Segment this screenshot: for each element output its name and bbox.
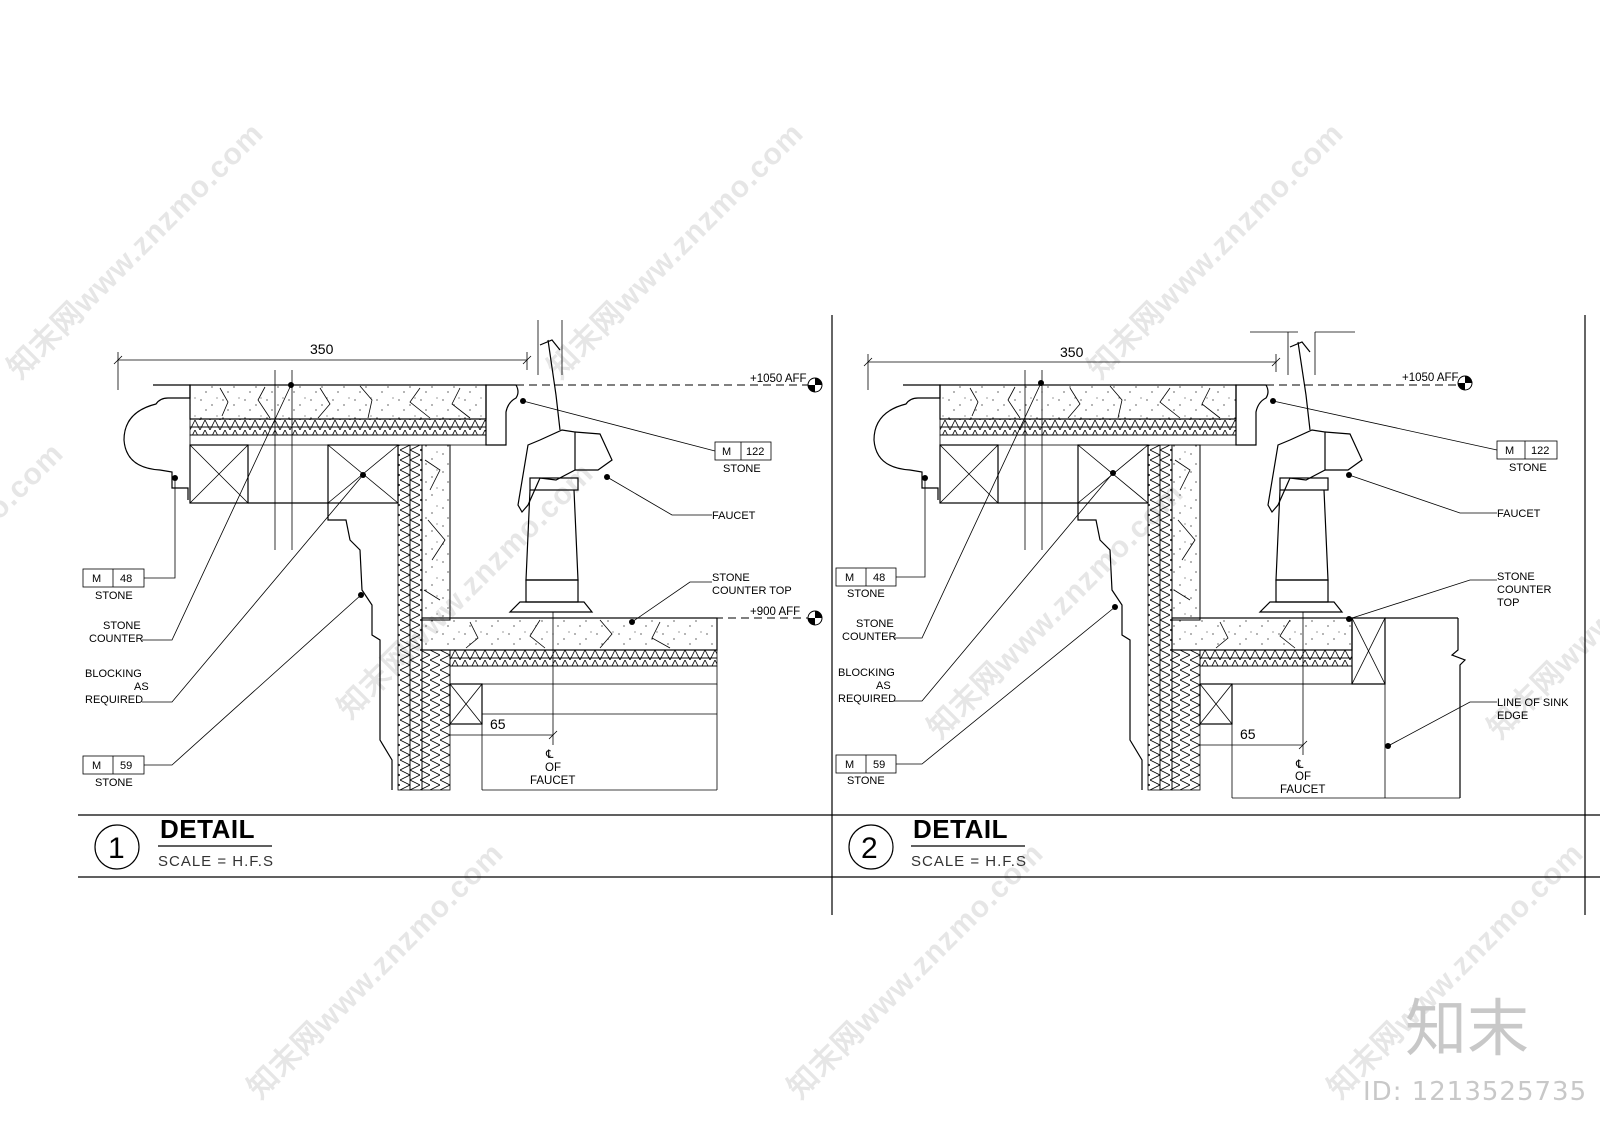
dimension-350: 350 bbox=[310, 341, 334, 357]
detail-1-title: 1 DETAIL SCALE = H.F.S bbox=[94, 814, 274, 870]
detail-scale: SCALE = H.F.S bbox=[158, 853, 274, 870]
sheet-frame bbox=[78, 315, 1600, 915]
centerline-of: OF bbox=[545, 762, 561, 774]
label-counter-top-3: TOP bbox=[1497, 597, 1519, 609]
detail-number: 1 bbox=[108, 832, 125, 865]
tag-top-label: STONE bbox=[1509, 462, 1547, 474]
centerline-faucet: FAUCET bbox=[1280, 784, 1325, 796]
tag-top-label: STONE bbox=[723, 463, 761, 475]
tag-mid-code: M bbox=[92, 573, 101, 585]
image-id: ID: 1213525735 bbox=[1363, 1077, 1587, 1107]
label-stone-counter-1: STONE bbox=[103, 620, 141, 632]
tag-mid-num: 48 bbox=[120, 573, 132, 585]
label-stone-counter-2: COUNTER bbox=[89, 633, 143, 645]
tag-mid-num: 48 bbox=[873, 572, 885, 584]
tag-mid-code: M bbox=[845, 572, 854, 584]
watermark-text: 知末网www.znzmo.com bbox=[332, 457, 600, 725]
tag-mid-label: STONE bbox=[95, 590, 133, 602]
watermark-text: 知末网www.znzmo.com bbox=[1082, 117, 1350, 385]
tag-mid-label: STONE bbox=[847, 588, 885, 600]
label-counter-top-2: COUNTER bbox=[1497, 584, 1551, 596]
dimension-350: 350 bbox=[1060, 344, 1084, 360]
tag-top-code: M bbox=[1505, 445, 1514, 457]
tag-top-num: 122 bbox=[746, 446, 764, 458]
label-blocking-3: REQUIRED bbox=[85, 694, 143, 706]
elevation-1050: +1050 AFF bbox=[750, 373, 807, 385]
tag-low-label: STONE bbox=[847, 775, 885, 787]
watermark-text: 知末网www.znzmo.com bbox=[2, 117, 270, 385]
label-faucet: FAUCET bbox=[1497, 508, 1541, 520]
tag-low-code: M bbox=[845, 759, 854, 771]
label-counter-top-1: STONE bbox=[1497, 571, 1535, 583]
elevation-900: +900 AFF bbox=[750, 606, 800, 618]
label-blocking-3: REQUIRED bbox=[838, 693, 896, 705]
brand-logo: 知末 bbox=[1405, 992, 1529, 1065]
centerline-symbol: ℄ bbox=[545, 749, 554, 761]
centerline-faucet: FAUCET bbox=[530, 775, 575, 787]
tag-low-label: STONE bbox=[95, 777, 133, 789]
tag-top-num: 122 bbox=[1531, 445, 1549, 457]
detail-2-drawing: 350 bbox=[835, 331, 1569, 799]
label-counter-top-1: STONE bbox=[712, 572, 750, 584]
detail-number: 2 bbox=[861, 832, 878, 865]
tag-low-num: 59 bbox=[873, 759, 885, 771]
label-stone-counter-2: COUNTER bbox=[842, 631, 896, 643]
detail-scale: SCALE = H.F.S bbox=[911, 853, 1027, 870]
dimension-65: 65 bbox=[1240, 726, 1256, 742]
detail-title: DETAIL bbox=[160, 814, 255, 844]
label-sink-edge-1: LINE OF SINK bbox=[1497, 697, 1569, 709]
brand-watermark: 知末 ID: 1213525735 bbox=[1363, 992, 1587, 1107]
tag-low-num: 59 bbox=[120, 760, 132, 772]
label-blocking-2: AS bbox=[876, 680, 891, 692]
centerline-of: OF bbox=[1295, 771, 1311, 783]
label-stone-counter-1: STONE bbox=[856, 618, 894, 630]
dimension-65: 65 bbox=[490, 716, 506, 732]
centerline-symbol: ℄ bbox=[1295, 759, 1304, 771]
label-blocking-1: BLOCKING bbox=[85, 668, 142, 680]
label-sink-edge-2: EDGE bbox=[1497, 710, 1528, 722]
label-faucet: FAUCET bbox=[712, 510, 756, 522]
tag-low-code: M bbox=[92, 760, 101, 772]
elevation-1050: +1050 AFF bbox=[1402, 372, 1459, 384]
detail-1-drawing: 350 bbox=[82, 320, 823, 791]
watermark-text: 知末网www.znzmo.com bbox=[542, 117, 810, 385]
detail-title: DETAIL bbox=[913, 814, 1008, 844]
detail-2-title: 2 DETAIL SCALE = H.F.S bbox=[848, 814, 1027, 870]
watermark-text: 知末网www.znzmo.com bbox=[0, 437, 70, 705]
label-counter-top-2: COUNTER TOP bbox=[712, 585, 792, 597]
label-blocking-1: BLOCKING bbox=[838, 667, 895, 679]
label-blocking-2: AS bbox=[134, 681, 149, 693]
tag-top-code: M bbox=[722, 446, 731, 458]
